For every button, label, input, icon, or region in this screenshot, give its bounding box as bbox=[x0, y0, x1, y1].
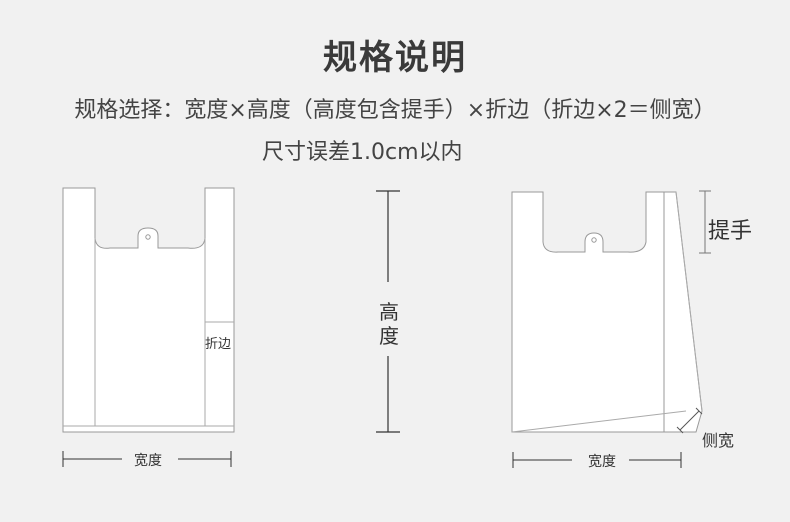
width-label-right: 宽度 bbox=[588, 454, 616, 470]
right-bag-gusset-edge bbox=[675, 191, 703, 412]
width-label-left: 宽度 bbox=[134, 453, 162, 469]
left-bag-hole bbox=[145, 234, 151, 240]
height-label-bottom: 度 bbox=[379, 324, 399, 348]
right-bag-outline bbox=[511, 191, 665, 433]
tolerance-note: 尺寸误差1.0cm以内 bbox=[262, 140, 463, 165]
height-label-top: 高 bbox=[379, 300, 399, 324]
handle-label: 提手 bbox=[708, 219, 753, 244]
right-bag-side-panel bbox=[663, 191, 703, 433]
left-bag-outline bbox=[62, 187, 235, 433]
page-title: 规格说明 bbox=[323, 38, 467, 78]
spec-formula: 规格选择：宽度×高度（高度包含提手）×折边（折边×2＝侧宽） bbox=[74, 98, 716, 123]
right-bag-hole bbox=[591, 237, 597, 243]
fold-label: 折边 bbox=[205, 337, 232, 352]
side-width-label: 侧宽 bbox=[702, 431, 735, 450]
right-bag-bottom-diagonal bbox=[511, 410, 687, 433]
